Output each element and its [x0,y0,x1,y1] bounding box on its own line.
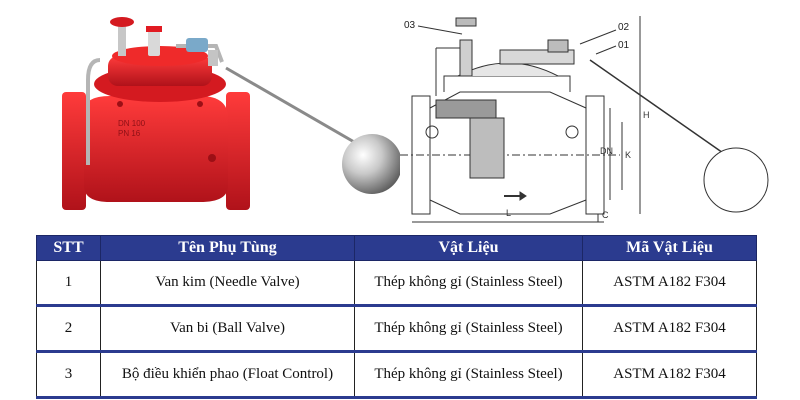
header-material: Vật Liệu [354,235,583,261]
cell-material-code: ASTM A182 F304 [582,305,757,353]
cell-material-code: ASTM A182 F304 [582,351,757,399]
right-flange [226,92,250,210]
dimension-l: L [506,208,512,218]
callout-03: 03 [404,20,416,31]
cross-section-drawing [400,16,769,223]
table-header-row: STT Tên Phụ Tùng Vật Liệu Mã Vật Liệu [36,235,757,261]
cell-stt: 3 [36,351,101,399]
parts-table: STT Tên Phụ Tùng Vật Liệu Mã Vật Liệu 1 … [36,235,757,399]
header-material-code: Mã Vật Liệu [582,235,757,261]
body-stamp-1: DN 100 [118,119,146,128]
cell-material: Thép không gỉ (Stainless Steel) [354,351,583,399]
table-row: 3 Bộ điều khiển phao (Float Control) Thé… [36,351,757,399]
technical-drawing: 03 02 01 H DN K L C [400,0,800,228]
dimension-h: H [643,110,650,120]
float-rod [225,66,369,152]
float-control [208,50,218,66]
dimension-dn: DN [600,146,613,156]
valve-body [84,96,228,202]
cell-material-code: ASTM A182 F304 [582,260,757,307]
header-stt: STT [36,235,101,261]
cell-stt: 1 [36,260,101,307]
float-valve-illustration: DN 100 PN 16 [62,17,402,210]
body-stamp-2: PN 16 [118,129,141,138]
left-flange [62,92,86,210]
drawing-float-ball [703,147,769,213]
ball-valve [186,38,208,52]
callout-02: 02 [618,22,630,33]
needle-valve [148,30,160,56]
valve-photo: DN 100 PN 16 [0,0,402,228]
callout-01: 01 [618,40,630,51]
float-ball [342,134,402,194]
table-row: 2 Van bi (Ball Valve) Thép không gỉ (Sta… [36,305,757,353]
header-part-name: Tên Phụ Tùng [100,235,355,261]
handwheel [110,17,134,27]
cell-material: Thép không gỉ (Stainless Steel) [354,260,583,307]
cell-material: Thép không gỉ (Stainless Steel) [354,305,583,353]
table-row: 1 Van kim (Needle Valve) Thép không gỉ (… [36,260,757,307]
cell-part-name: Van bi (Ball Valve) [100,305,355,353]
dimension-k: K [625,150,632,160]
cell-part-name: Bộ điều khiển phao (Float Control) [100,351,355,399]
dimension-c: C [602,210,609,220]
cell-part-name: Van kim (Needle Valve) [100,260,355,307]
cell-stt: 2 [36,305,101,353]
